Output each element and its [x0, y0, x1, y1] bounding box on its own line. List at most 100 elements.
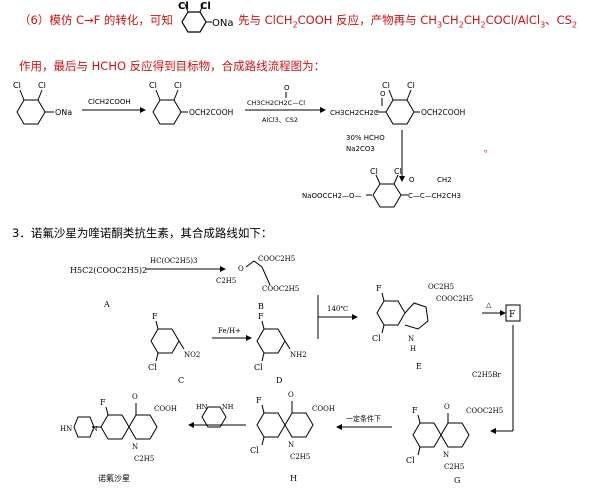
D-nh2: NH2	[290, 351, 307, 359]
G-et: C2H5	[444, 463, 464, 471]
arrow-AB: HC(OC2H5)3	[146, 257, 226, 272]
D-cl: Cl	[254, 363, 263, 372]
scheme-part3: H5C2(COOC2H5)2 A HC(OC2H5)3 COOC2H5 O C2…	[60, 255, 521, 485]
B-oet: C2H5	[216, 277, 236, 285]
heat-symbol: △	[486, 301, 492, 309]
reagent-FG: C2H5Br	[472, 371, 502, 379]
cl-m2-2: Cl	[174, 81, 182, 90]
final-left: NaOOCCH2—O—	[302, 192, 362, 200]
A-formula: H5C2(COOC2H5)2	[70, 266, 147, 275]
arrow-GH: 一定条件下	[336, 414, 392, 430]
cl-m2-1: Cl	[149, 81, 157, 90]
prod-pip-hn: HN	[60, 425, 72, 433]
reagent-3a: 30% HCHO	[346, 134, 385, 142]
E-cooet: COOC2H5	[436, 295, 473, 303]
cl-m4-2: Cl	[394, 167, 402, 176]
part6-line1-rest: 先与 ClCH2COOH 反应，产物再与 CH3CH2CH2COCl/AlCl3…	[238, 13, 578, 30]
red-dot: 。	[484, 145, 493, 155]
C-no2: NO2	[184, 351, 200, 359]
G-cooet: COOC2H5	[466, 407, 503, 415]
compound-C: F Cl NO2 C	[148, 312, 200, 385]
E-f: F	[376, 284, 382, 293]
final-molecule-part6: NaOOCCH2—O— Cl Cl C—C—CH2CH3 O CH2	[302, 167, 461, 208]
E-n: N	[408, 335, 414, 343]
prod-n: N	[132, 443, 138, 451]
label-H: H	[290, 474, 297, 483]
ona-m1: ONa	[55, 108, 72, 117]
reagent-GH: 一定条件下	[346, 414, 381, 423]
prod-f: F	[100, 398, 106, 407]
arrow-EF: △	[482, 301, 506, 316]
dichlorophenoxide-inline: Cl Cl ONa	[178, 1, 233, 33]
E-nh: H	[410, 345, 416, 353]
label-G: G	[454, 476, 460, 485]
prod-cooh: COOH	[154, 405, 177, 413]
label-C: C	[178, 376, 184, 385]
cl-m1-2: Cl	[38, 81, 46, 90]
label-D: D	[276, 376, 282, 385]
cl-m3-1: Cl	[382, 81, 390, 90]
compound-norfloxacin: F O COOH HN N N C2H5 诺氟沙星	[60, 393, 177, 483]
temp-label: 140℃	[327, 305, 348, 313]
arrow-2: O CH3CH2CH2C—Cl AlCl3、CS2	[245, 84, 326, 124]
line1-text-d: CH	[442, 13, 459, 27]
H-et: C2H5	[290, 453, 310, 461]
ether-group-m3: OCH2COOH	[421, 108, 465, 117]
cl-m3-2: Cl	[407, 81, 415, 90]
final-ch2: CH2	[437, 176, 452, 184]
B-cooet1: COOC2H5	[258, 255, 295, 263]
H-cooh: COOH	[312, 405, 335, 413]
G-f: F	[412, 406, 418, 415]
reagent-2-o: O	[284, 84, 290, 92]
arrow-3: 30% HCHO Na2CO3	[346, 130, 405, 182]
line1-text-g: 、CS	[545, 13, 572, 27]
reagent-AB: HC(OC2H5)3	[150, 257, 197, 265]
line1-text-c: COOH 反应，产物再与 CH	[297, 13, 437, 27]
C-cl: Cl	[148, 363, 157, 372]
merge-bracket: 140℃	[317, 295, 358, 339]
label-A: A	[103, 300, 110, 309]
part6-line1: （6）模仿 C→F 的转化，可知	[19, 12, 173, 28]
compound-D: F Cl NH2 D	[254, 312, 307, 385]
scheme-part6: Cl Cl ONa ClCH2COOH Cl Cl OCH2COOH O CH3…	[13, 81, 493, 208]
cl-label-1: Cl	[178, 1, 189, 12]
H-cl: Cl	[250, 446, 259, 455]
phenoxide-molecule: Cl Cl ONa	[13, 81, 72, 125]
product-name: 诺氟沙星	[98, 473, 130, 483]
H-n: N	[288, 441, 294, 449]
arrow-H-product: HN NH	[188, 403, 246, 428]
D-f: F	[258, 312, 264, 321]
compound-H: F Cl O COOH N C2H5 H	[250, 391, 335, 483]
reagent-CD: Fe/H+	[218, 327, 241, 335]
E-cl: Cl	[372, 334, 381, 343]
G-cl: Cl	[406, 456, 415, 465]
G-n: N	[443, 451, 449, 459]
final-o: O	[409, 176, 415, 184]
reagent-2-bottom: AlCl3、CS2	[262, 116, 298, 124]
arrow-FG: C2H5Br	[472, 325, 514, 434]
cl-m4-1: Cl	[370, 167, 378, 176]
part3-title: 3．诺氟沙星为喹诺酮类抗生素，其合成路线如下：	[12, 226, 273, 240]
final-chain: C—C—CH2CH3	[408, 192, 461, 200]
compound-G: F Cl O COOC2H5 N C2H5 G	[406, 403, 503, 485]
ketone-o: O	[380, 90, 386, 98]
prod-pip-n: N	[92, 425, 98, 433]
reagent-2-top: CH3CH2CH2C—Cl	[247, 99, 305, 107]
B-cooet2: COOC2H5	[262, 285, 299, 293]
G-o: O	[444, 403, 450, 411]
compound-F: F	[505, 304, 521, 322]
H-o: O	[288, 391, 294, 399]
line1-text-b: 先与 ClCH	[238, 13, 293, 27]
C-f: F	[152, 312, 158, 321]
label-E: E	[416, 362, 422, 371]
label-B: B	[258, 302, 264, 311]
reagent-1: ClCH2COOH	[88, 98, 131, 106]
cl-m1-1: Cl	[13, 81, 21, 90]
cl-label-2: Cl	[200, 1, 211, 12]
prod-et: C2H5	[134, 455, 154, 463]
ether-acid-molecule: Cl Cl OCH2COOH	[149, 81, 233, 125]
ether-group-m2: OCH2COOH	[189, 108, 233, 117]
pip-reagent-hn: HN	[196, 403, 208, 411]
part6-line2: 作用，最后与 HCHO 反应得到目标物，合成路线流程图为：	[19, 59, 326, 73]
reagent-3b: Na2CO3	[346, 145, 375, 153]
